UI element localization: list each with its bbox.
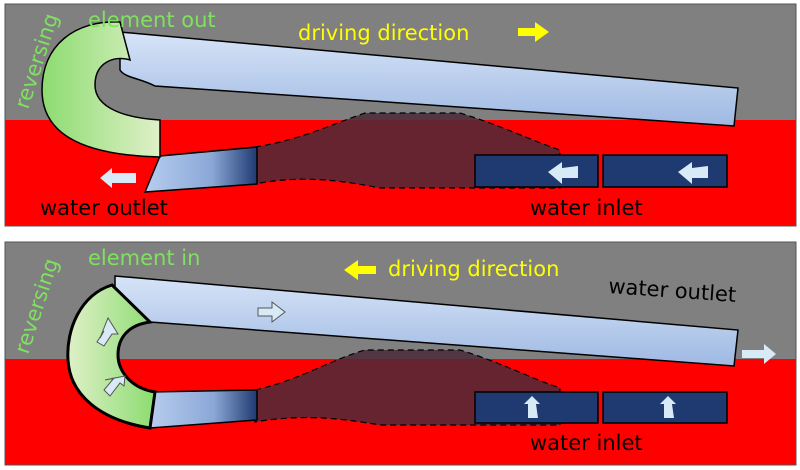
panel-frame	[4, 241, 797, 466]
outlet-stub	[143, 146, 258, 193]
inlet-arrow-icon	[548, 162, 578, 184]
panel-bottom: element in reversing driving direction w…	[4, 241, 797, 466]
outlet-arrow-icon	[100, 168, 136, 188]
water-inlet-label: water inlet	[530, 431, 643, 455]
driving-direction-label: driving direction	[298, 21, 469, 45]
inlet-box-right	[602, 154, 728, 188]
water-outlet-label: water outlet	[40, 196, 168, 220]
direction-arrow-icon	[344, 260, 376, 280]
flow-arrow-icon	[257, 300, 286, 324]
flow-arrow-icon	[96, 316, 119, 347]
outlet-arrow-icon	[742, 344, 776, 364]
inlet-arrow-icon	[524, 396, 540, 418]
inlet-arrow-icon	[678, 162, 708, 184]
main-pipe	[119, 31, 739, 127]
panel-top: element out reversing driving direction …	[4, 3, 797, 227]
element-state-label: element in	[88, 246, 200, 270]
panel-frame	[4, 3, 797, 227]
inlet-arrow-icon	[660, 396, 676, 418]
flow-arrow-icon	[103, 375, 126, 397]
element-state-label: element out	[88, 8, 216, 32]
inlet-box-left	[474, 154, 599, 188]
reversing-element-in	[66, 283, 157, 430]
driving-direction-label: driving direction	[388, 257, 559, 281]
water-inlet-label: water inlet	[530, 196, 643, 220]
direction-arrow-icon	[518, 22, 549, 42]
reversing-element-out	[41, 21, 161, 158]
